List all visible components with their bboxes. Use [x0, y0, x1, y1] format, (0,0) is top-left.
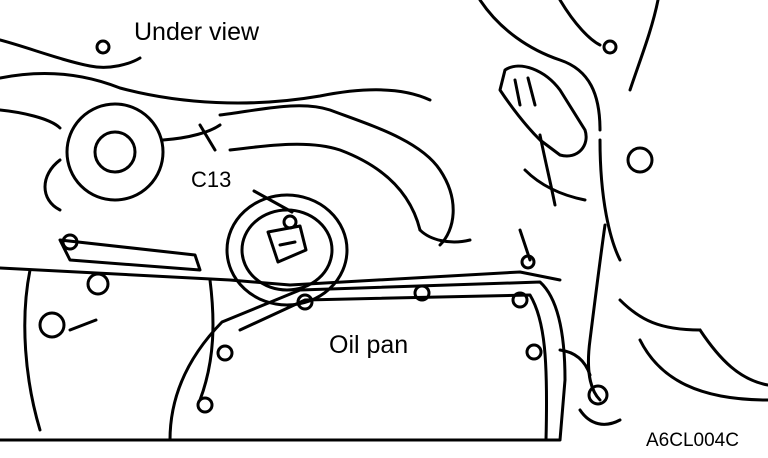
connector-c13-label: C13	[188, 169, 235, 191]
right-side-harness	[558, 223, 768, 426]
connector-harness	[498, 64, 588, 270]
oil-pan-label: Oil pan	[326, 333, 412, 358]
c13-sensor	[225, 189, 349, 307]
pulley	[43, 102, 222, 212]
view-label: Under view	[131, 20, 263, 45]
upper-body-outline	[0, 0, 660, 262]
bracket-arm	[58, 233, 202, 272]
figure-code-label: A6CL004C	[646, 430, 739, 451]
transmission-case	[0, 266, 562, 442]
hoses	[198, 104, 472, 247]
oil-pan	[168, 280, 567, 442]
